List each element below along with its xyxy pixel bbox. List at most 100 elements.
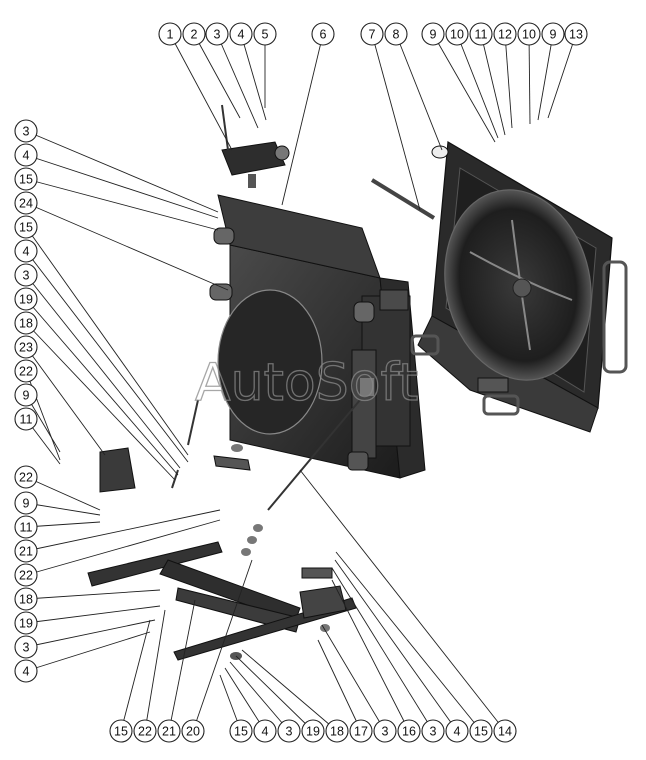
leader-line	[25, 619, 156, 648]
callout-left-15: 11	[14, 515, 38, 539]
leader-line	[235, 655, 314, 732]
callout-number: 3	[23, 125, 30, 139]
leader-line	[547, 33, 577, 119]
callout-circle	[14, 287, 38, 311]
callout-number: 3	[382, 725, 389, 739]
leader-line	[25, 521, 101, 528]
parts-drawing	[87, 104, 628, 661]
callout-number: 13	[569, 28, 583, 42]
callout-left-3: 24	[14, 191, 38, 215]
callout-number: 11	[20, 521, 33, 535]
callout-circle	[14, 311, 38, 335]
fan-shroud	[410, 141, 628, 433]
bolts	[171, 104, 361, 511]
callout-number: 9	[550, 28, 557, 42]
leader-line	[331, 567, 434, 732]
callout-number: 10	[450, 28, 464, 42]
callout-number: 6	[320, 28, 327, 42]
callout-circle	[229, 22, 253, 46]
leader-line	[192, 559, 253, 732]
callout-number: 11	[20, 413, 33, 427]
callout-circle	[14, 239, 38, 263]
callout-number: 12	[498, 28, 512, 42]
callout-number: 9	[430, 28, 437, 42]
callout-left-12: 11	[14, 407, 38, 431]
callout-number: 22	[19, 365, 33, 379]
callout-left-16: 21	[14, 539, 38, 563]
callout-top-11: 12	[493, 22, 517, 46]
leader-line	[25, 519, 221, 576]
callout-bottom-13: 4	[445, 719, 469, 743]
callout-bottom-11: 16	[397, 719, 421, 743]
leader-line	[317, 639, 362, 732]
leader-line	[216, 33, 259, 129]
callout-circle	[493, 719, 517, 743]
callout-top-12: 10	[517, 22, 541, 46]
leader-line	[25, 130, 219, 213]
leader-line	[169, 33, 233, 151]
callout-left-8: 18	[14, 311, 38, 335]
callout-number: 19	[306, 725, 320, 739]
callout-number: 7	[369, 28, 376, 42]
callout-left-14: 9	[14, 491, 38, 515]
callout-circle	[182, 22, 206, 46]
callout-circle	[360, 22, 384, 46]
callout-circle	[541, 22, 565, 46]
callout-circle	[253, 719, 277, 743]
callout-left-21: 4	[14, 659, 38, 683]
leader-line	[395, 33, 443, 151]
callout-circle	[14, 143, 38, 167]
callout-number: 4	[23, 665, 30, 679]
callout-top-0: 1	[158, 22, 182, 46]
leader-line	[168, 599, 196, 732]
callout-top-9: 10	[445, 22, 469, 46]
callout-circle	[205, 22, 229, 46]
leader-line	[25, 226, 189, 456]
callout-number: 18	[19, 317, 33, 331]
callout-top-5: 6	[311, 22, 335, 46]
callout-left-5: 4	[14, 239, 38, 263]
callout-circle	[14, 167, 38, 191]
callout-number: 3	[23, 269, 30, 283]
leader-line	[25, 346, 106, 456]
callout-top-4: 5	[253, 22, 277, 46]
callout-number: 4	[262, 725, 269, 739]
callout-circle	[469, 22, 493, 46]
callout-circle	[14, 635, 38, 659]
leader-line	[229, 661, 290, 732]
leader-line	[321, 624, 386, 732]
bottom-frame	[87, 444, 357, 661]
callout-bottom-3: 20	[181, 719, 205, 743]
callout-number: 23	[19, 341, 33, 355]
callout-bottom-15: 14	[493, 719, 517, 743]
leader-line	[25, 476, 101, 511]
callout-circle	[14, 335, 38, 359]
callout-number: 15	[19, 173, 33, 187]
callout-number: 11	[475, 28, 488, 42]
callout-number: 18	[330, 725, 344, 739]
leader-line	[281, 33, 324, 206]
callout-bottom-7: 19	[301, 719, 325, 743]
callout-top-2: 3	[205, 22, 229, 46]
callout-left-13: 22	[14, 465, 38, 489]
callout-circle	[277, 719, 301, 743]
callout-left-7: 19	[14, 287, 38, 311]
callout-top-8: 9	[421, 22, 445, 46]
callout-circle	[14, 515, 38, 539]
callout-number: 19	[19, 617, 33, 631]
side-bracket	[99, 447, 136, 493]
leader-line	[432, 33, 496, 143]
callout-bottom-2: 21	[157, 719, 181, 743]
callout-circle	[181, 719, 205, 743]
top-bracket	[221, 141, 290, 188]
callout-circle	[253, 22, 277, 46]
leader-line	[25, 154, 219, 219]
callout-circle	[421, 719, 445, 743]
callout-left-9: 23	[14, 335, 38, 359]
callout-number: 3	[430, 725, 437, 739]
callout-number: 9	[23, 497, 30, 511]
callout-left-10: 22	[14, 359, 38, 383]
callout-number: 3	[214, 28, 221, 42]
callout-top-14: 13	[564, 22, 588, 46]
callout-circle	[384, 22, 408, 46]
